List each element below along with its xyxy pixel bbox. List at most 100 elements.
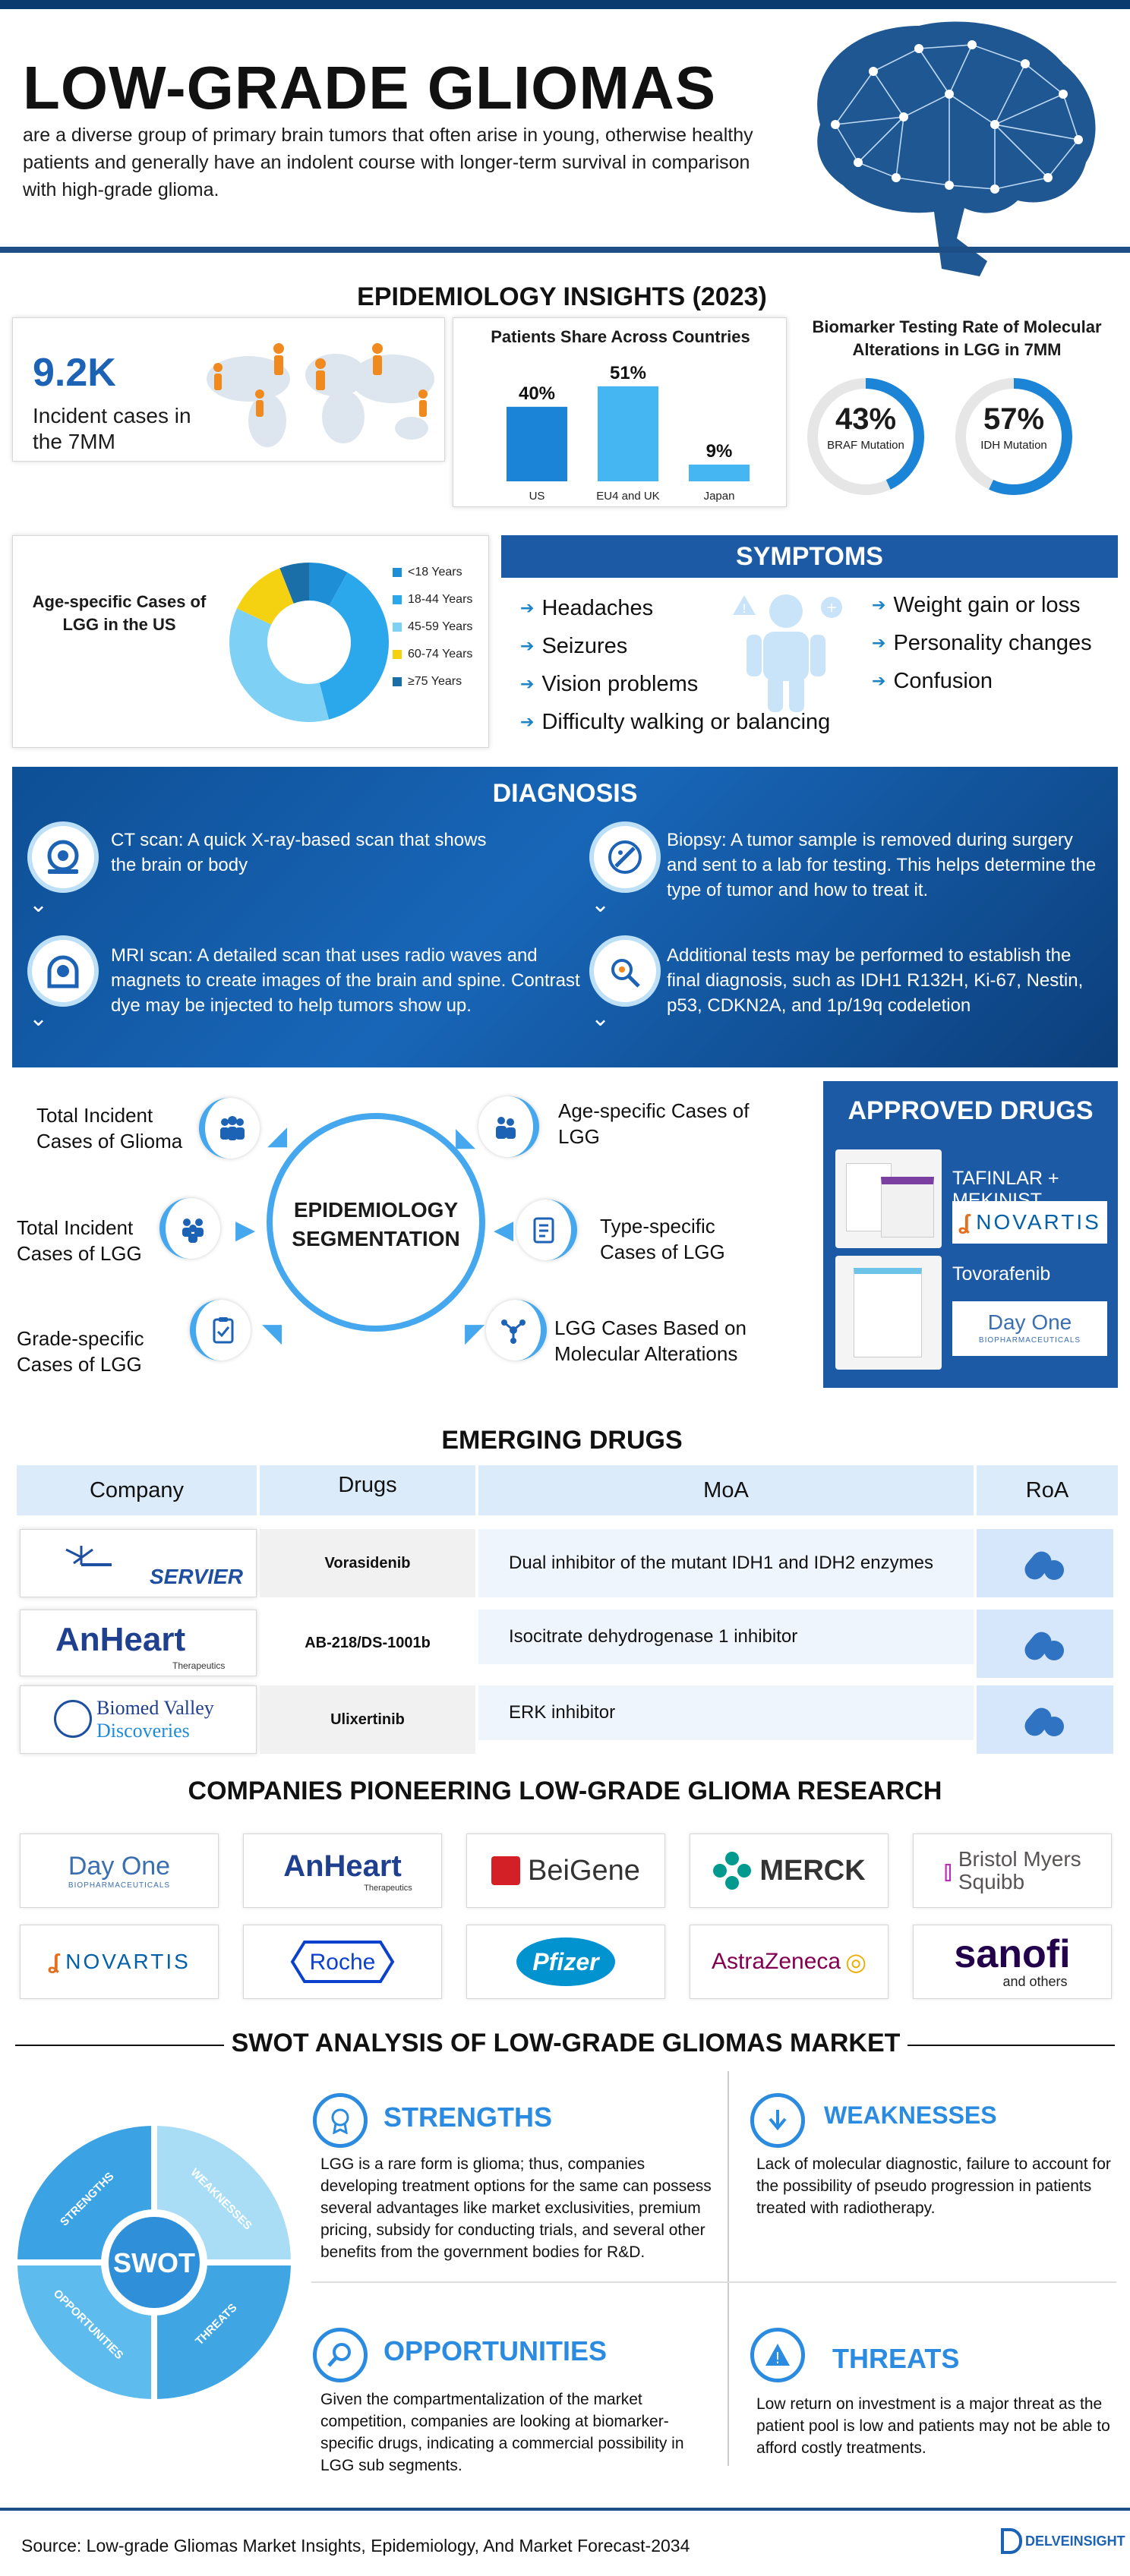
- warning-icon: !: [750, 2328, 805, 2382]
- top-bar: [0, 0, 1130, 9]
- people-group-icon: [199, 1098, 260, 1159]
- swot-vertical-divider: [728, 2071, 729, 2466]
- svg-text:!: !: [775, 2349, 781, 2367]
- tovorafenib-box-image: [835, 1256, 942, 1370]
- legend-item: 60-74 Years: [393, 641, 488, 668]
- col-drugs: Drugs: [260, 1465, 475, 1515]
- arrow-icon: ➔: [872, 633, 886, 652]
- symptom-item: ➔Headaches: [520, 595, 654, 620]
- ct-scan-text: CT scan: A quick X-ray-based scan that s…: [111, 830, 487, 875]
- page-subtitle: are a diverse group of primary brain tum…: [23, 125, 753, 200]
- swot-wheel: SWOT STRENGTHS WEAKNESSES OPPORTUNITIES …: [17, 2126, 291, 2399]
- servier-star-icon: [65, 1546, 112, 1566]
- incident-value: 9.2K: [33, 351, 116, 395]
- divider-line: [15, 2045, 224, 2046]
- dayone-logo: Day One BIOPHARMACEUTICALS: [952, 1301, 1107, 1356]
- symptom-item: ➔Weight gain or loss: [872, 592, 1081, 617]
- symptom-item: ➔Confusion: [872, 668, 993, 693]
- world-map-people-icon: [207, 343, 434, 447]
- novartis-flame-icon: ʆ: [958, 1210, 971, 1234]
- biomed-globe-icon: [54, 1700, 92, 1738]
- approved-drugs-panel: APPROVED DRUGS TAFINLAR + MEKINIST ʆ NOV…: [823, 1081, 1118, 1388]
- symptoms-heading: SYMPTOMS: [501, 535, 1118, 578]
- biopsy-text: Biopsy: A tumor sample is removed during…: [667, 830, 1097, 900]
- arrow-icon: ➔: [520, 636, 535, 655]
- drug-cell: Ulixertinib: [260, 1685, 475, 1754]
- swot-heading: SWOT ANALYSIS OF LOW-GRADE GLIOMAS MARKE…: [231, 2029, 901, 2057]
- magnifier-icon: [313, 2328, 368, 2382]
- merck-mark-icon: [713, 1852, 752, 1890]
- legend-item: 18-44 Years: [393, 586, 488, 613]
- symptom-item: ➔Difficulty walking or balancing: [520, 709, 831, 734]
- col-moa: MoA: [478, 1465, 974, 1515]
- swot-center-label: SWOT: [113, 2247, 195, 2278]
- drug2-name: Tovorafenib: [952, 1263, 1051, 1285]
- arrow-icon: ➔: [520, 674, 535, 693]
- pfizer-logo: Pfizer: [466, 1925, 665, 1999]
- oral-pill-icon: [977, 1529, 1113, 1597]
- footer-divider: [0, 2508, 1130, 2511]
- oral-pill-icon: [977, 1610, 1113, 1678]
- lab-test-icon: [589, 935, 661, 1007]
- biomed-valley-logo: Biomed Valley Discoveries: [20, 1685, 257, 1754]
- legend-label: 60-74 Years: [408, 648, 473, 661]
- incident-card: 9.2K Incident cases in the 7MM: [12, 317, 445, 462]
- opportunities-heading: OPPORTUNITIES: [384, 2335, 608, 2366]
- approved-heading: APPROVED DRUGS: [848, 1096, 1094, 1125]
- seg-item: LGG Cases Based on Molecular Alterations: [554, 1316, 746, 1365]
- legend-label: ≥75 Years: [408, 675, 462, 688]
- brain-network-icon: [817, 21, 1096, 277]
- strengths-text: LGG is a rare form is glioma; thus, comp…: [320, 2155, 712, 2261]
- idh-value: 57%: [983, 402, 1045, 436]
- bar-value-label: 51%: [610, 363, 646, 383]
- novartis-logo: ʆ NOVARTIS: [952, 1201, 1107, 1244]
- astrazeneca-logo: AstraZeneca ◎: [690, 1925, 889, 1999]
- additional-tests-text: Additional tests may be performed to est…: [667, 945, 1084, 1016]
- slice-2: [229, 608, 330, 722]
- oral-pill-icon: [977, 1685, 1113, 1754]
- threats-text: Low return on investment is a major thre…: [756, 2395, 1110, 2457]
- mri-scan-text: MRI scan: A detailed scan that uses radi…: [111, 945, 580, 1016]
- arrow-left-icon: ◀: [494, 1215, 514, 1244]
- braf-label: BRAF Mutation: [827, 439, 904, 452]
- idh-donut: [955, 378, 1072, 495]
- legend-swatch: [393, 623, 402, 632]
- roche-wordmark: Roche: [310, 1950, 376, 1975]
- bar-US: [507, 406, 567, 481]
- bms-mark-icon: ⫾: [943, 1854, 952, 1886]
- drug-cell: Vorasidenib: [260, 1529, 475, 1597]
- age-card: Age-specific Cases of LGG in the US <18 …: [12, 535, 489, 748]
- legend-swatch: [393, 568, 402, 577]
- medal-icon: [313, 2093, 368, 2148]
- legend-label: 45-59 Years: [408, 620, 473, 633]
- arrow-right-icon: ▶: [235, 1215, 256, 1244]
- symptom-item: ➔Seizures: [520, 633, 628, 658]
- col-company: Company: [17, 1465, 257, 1515]
- strengths-heading: STRENGTHS: [384, 2101, 553, 2133]
- seg-item: Type-specific Cases of LGG: [600, 1215, 725, 1263]
- roche-logo: Roche: [243, 1925, 442, 1999]
- legend-item: 45-59 Years: [393, 613, 488, 641]
- moa-cell: ERK inhibitor: [478, 1685, 974, 1740]
- arrow-icon: ➔: [872, 595, 886, 614]
- incident-label: Incident cases in the 7MM: [33, 404, 191, 453]
- bar-value-label: 9%: [706, 441, 733, 462]
- seg-item: Total Incident Cases of Glioma: [36, 1104, 183, 1152]
- legend-item: ≥75 Years: [393, 668, 488, 695]
- epi-heading: EPIDEMIOLOGY INSIGHTS (2023): [357, 282, 767, 311]
- slice-0: [309, 563, 348, 606]
- delveinsight-logo: DELVEINSIGHT: [1001, 2528, 1125, 2554]
- swot-horizontal-divider: [311, 2281, 1116, 2283]
- idh-label: IDH Mutation: [980, 439, 1047, 452]
- seg-item: Total Incident Cases of LGG: [17, 1216, 142, 1265]
- sanofi-logo: sanofi and others: [913, 1925, 1112, 1999]
- merck-logo: MERCK: [690, 1833, 889, 1908]
- chevron-down-icon: ⌄: [591, 1006, 611, 1031]
- symptoms-left-list: ➔Headaches ➔Seizures ➔Vision problems ➔D…: [520, 589, 830, 741]
- arrow-left-icon: ◤: [465, 1319, 485, 1348]
- legend-swatch: [393, 650, 402, 659]
- tafinlar-mekinist-box-image: [835, 1149, 942, 1248]
- chevron-down-icon: ⌄: [29, 1006, 49, 1031]
- weaknesses-text: Lack of molecular diagnostic, failure to…: [756, 2155, 1111, 2217]
